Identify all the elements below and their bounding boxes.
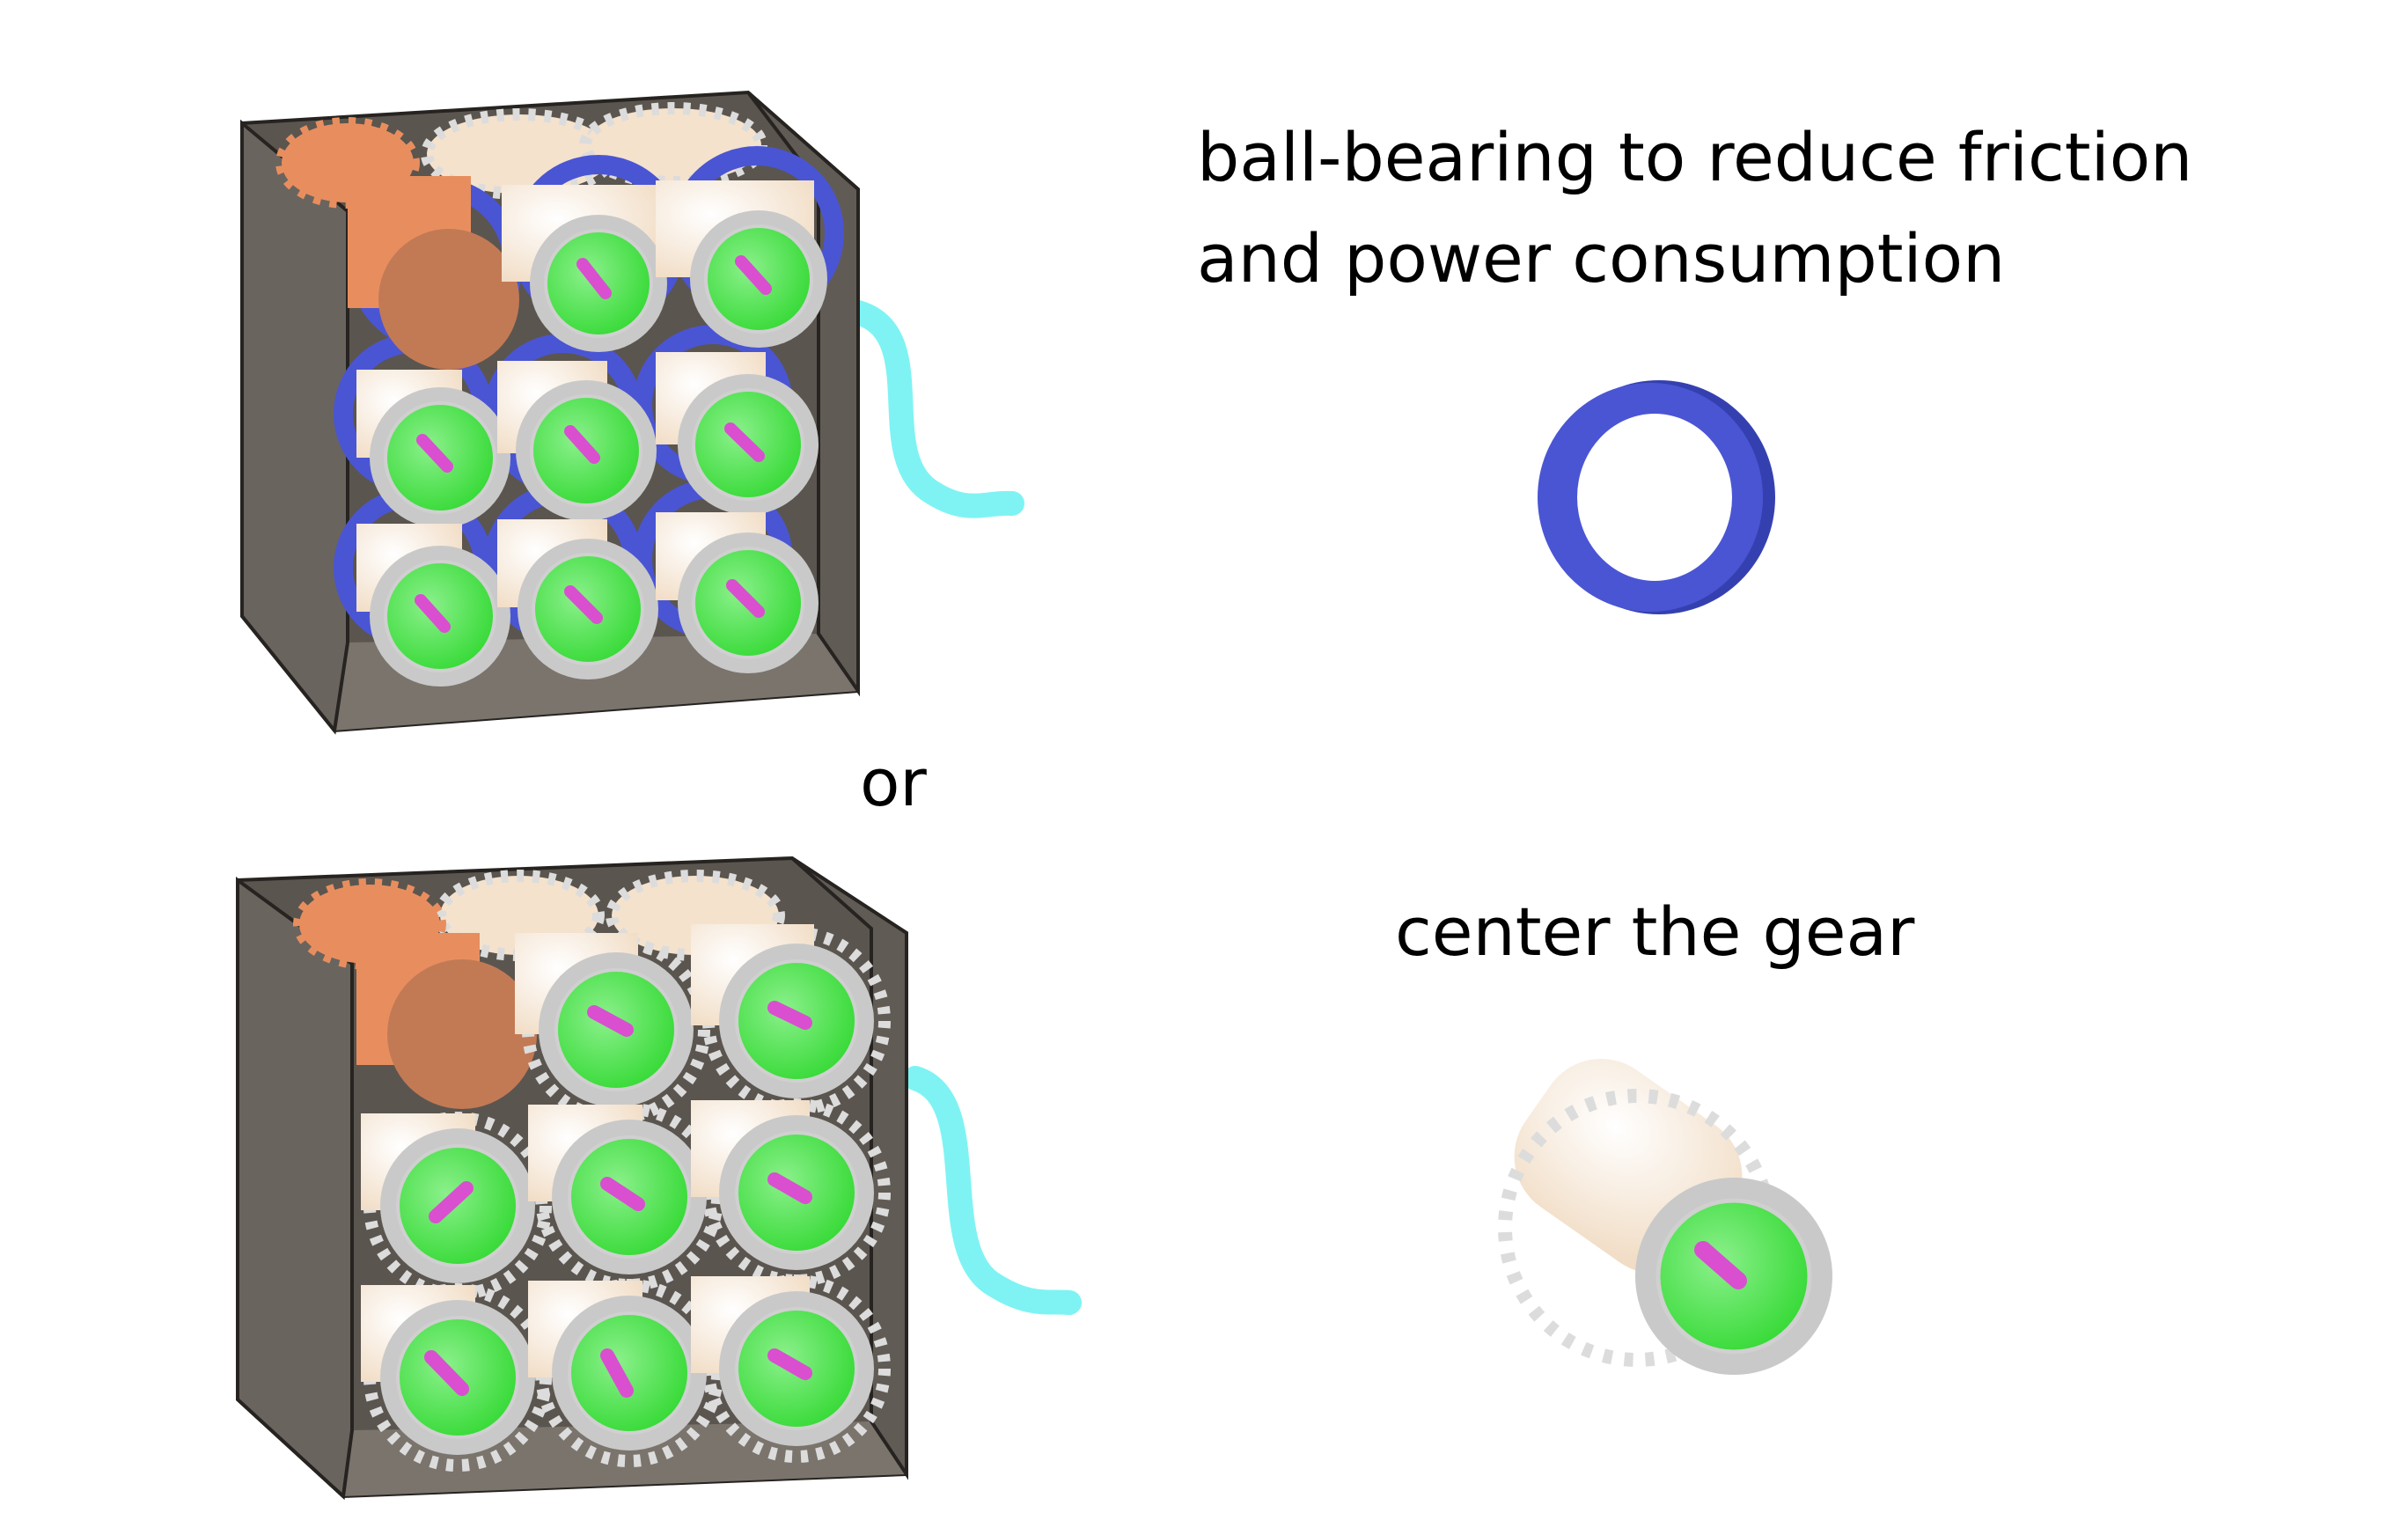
- bearing-caption-line2: and power consumption: [1197, 219, 2005, 297]
- ring-bearing-icon: [1538, 380, 1775, 614]
- roller: [356, 524, 510, 687]
- center-gear-caption: center the gear: [1395, 892, 1915, 971]
- roller: [691, 924, 874, 1098]
- roller: [497, 519, 658, 679]
- bottom-housing-left-wall: [236, 877, 354, 1501]
- roller: [515, 933, 694, 1107]
- roller: [502, 185, 667, 352]
- roller: [656, 512, 819, 673]
- roller: [528, 1281, 707, 1451]
- gear-roller-icon: [1498, 1058, 1832, 1375]
- top-assembly: [240, 90, 1024, 735]
- top-motor: [348, 176, 519, 370]
- bottom-front-rollers: [361, 924, 874, 1455]
- roller: [497, 361, 657, 521]
- top-front-rollers: [356, 180, 827, 687]
- bottom-motor: [356, 933, 537, 1109]
- or-label: or: [860, 745, 927, 821]
- top-housing-left-wall: [240, 119, 349, 735]
- roller: [656, 180, 827, 348]
- roller: [361, 1113, 535, 1283]
- roller: [656, 352, 819, 515]
- bottom-hose: [903, 1066, 1082, 1315]
- bottom-assembly: [236, 856, 1082, 1501]
- roller: [528, 1105, 707, 1274]
- top-hose: [846, 300, 1024, 518]
- bearing-caption-line1: ball-bearing to reduce friction: [1197, 118, 2192, 196]
- roller: [361, 1285, 535, 1455]
- roller: [691, 1276, 874, 1446]
- roller: [356, 370, 510, 528]
- roller: [691, 1100, 874, 1270]
